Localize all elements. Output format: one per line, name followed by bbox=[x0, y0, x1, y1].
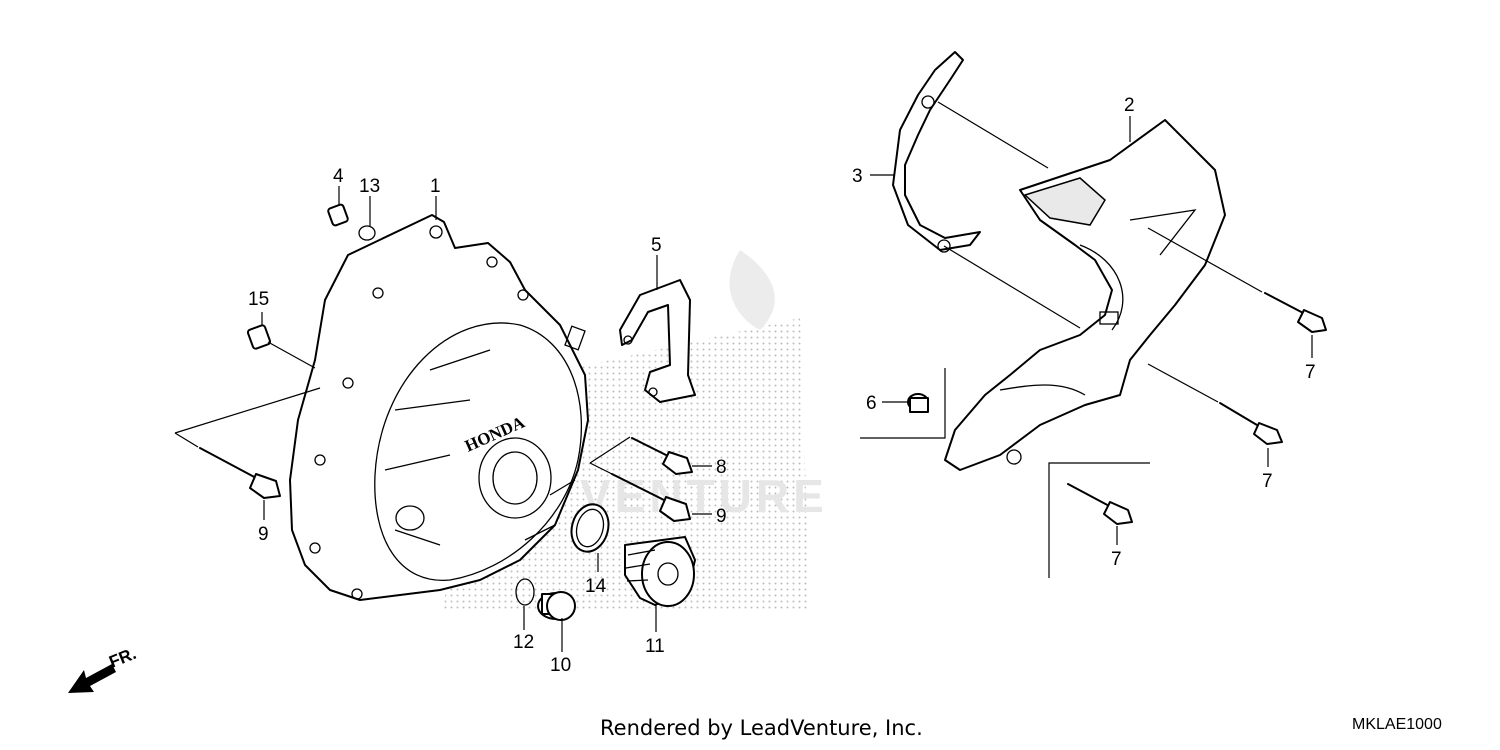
front-direction-marker: FR. bbox=[68, 644, 139, 693]
callout-9a: 9 bbox=[258, 524, 269, 545]
o-ring-14 bbox=[570, 503, 610, 553]
callout-7a: 7 bbox=[1305, 362, 1316, 383]
o-ring-small bbox=[358, 225, 376, 241]
bolt-8 bbox=[631, 437, 693, 475]
bolt-7b bbox=[1219, 402, 1283, 445]
callout-5: 5 bbox=[651, 235, 662, 256]
bolt-7c bbox=[1067, 483, 1133, 525]
callout-13: 13 bbox=[359, 176, 380, 197]
bolt-9b bbox=[611, 473, 691, 522]
callout-7b: 7 bbox=[1262, 471, 1273, 492]
cover-guard bbox=[944, 119, 1226, 471]
callout-8: 8 bbox=[716, 457, 727, 478]
dowel-pin bbox=[327, 203, 349, 227]
dowel-pin-15 bbox=[246, 324, 272, 350]
callout-3: 3 bbox=[852, 166, 863, 187]
callout-2: 2 bbox=[1124, 95, 1135, 116]
callout-12: 12 bbox=[513, 632, 534, 653]
footer-credit: Rendered by LeadVenture, Inc. bbox=[600, 716, 923, 740]
crankshaft-hole-cap bbox=[537, 591, 576, 621]
diagram-code: MKLAE1000 bbox=[1352, 716, 1442, 733]
collar bbox=[907, 393, 929, 413]
callout-14: 14 bbox=[585, 576, 607, 597]
callout-10: 10 bbox=[550, 655, 571, 676]
callout-1: 1 bbox=[430, 176, 441, 197]
callout-15: 15 bbox=[248, 289, 269, 310]
o-ring-12 bbox=[515, 578, 535, 606]
callout-11: 11 bbox=[645, 636, 665, 657]
gasket bbox=[892, 51, 981, 253]
bolt-9a bbox=[199, 447, 281, 499]
bolt-7a bbox=[1264, 292, 1327, 333]
leader-lines bbox=[174, 101, 1313, 652]
bracket bbox=[619, 279, 696, 403]
front-marker-label: FR. bbox=[106, 644, 139, 672]
callout-9b: 9 bbox=[716, 506, 727, 527]
timing-hole-cap bbox=[624, 536, 696, 607]
callout-7c: 7 bbox=[1111, 549, 1122, 570]
left-crankcase-cover: HONDA bbox=[289, 214, 589, 601]
callouts: 1 2 3 4 5 6 7 7 7 8 9 9 10 11 12 13 14 1… bbox=[248, 95, 1316, 676]
callout-6: 6 bbox=[866, 393, 877, 414]
callout-4: 4 bbox=[333, 166, 344, 187]
